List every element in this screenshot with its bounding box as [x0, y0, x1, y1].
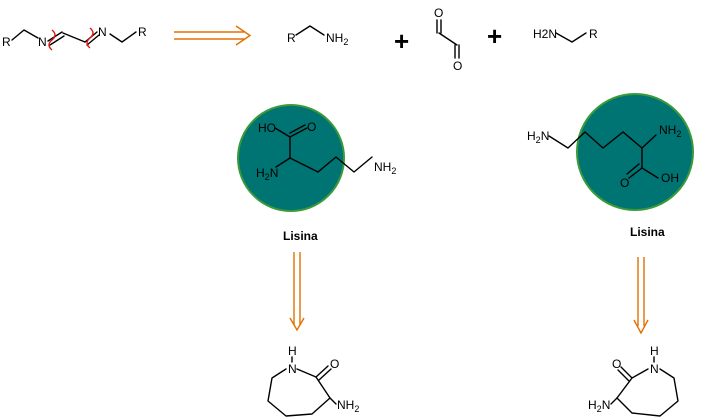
- bond: [274, 127, 291, 138]
- amine-label: NH2: [337, 398, 359, 414]
- r-group-label: R: [138, 25, 147, 39]
- aminocaprolactam-right: H N O H2N: [588, 344, 679, 417]
- r-group-label: R: [589, 27, 598, 41]
- bond: [11, 29, 39, 41]
- double-bond: [626, 163, 640, 175]
- bond: [109, 31, 137, 43]
- primary-amine-structure: R NH2: [287, 25, 348, 47]
- bond: [438, 32, 458, 46]
- amine-label: H2N: [527, 129, 549, 145]
- hydrogen-label: H: [288, 344, 297, 358]
- nitrogen-label: N: [98, 25, 107, 39]
- oxygen-label: O: [612, 357, 621, 371]
- plus-sign: +: [394, 26, 409, 56]
- hydroxyl-label: OH: [661, 171, 679, 185]
- amine-label: H2N: [533, 27, 557, 41]
- amine-label: H2N: [256, 166, 278, 182]
- disconnection-mark: [86, 27, 94, 49]
- bond: [275, 157, 291, 168]
- bond: [641, 167, 659, 179]
- r-group-label: R: [287, 31, 296, 45]
- bond: [62, 32, 86, 43]
- lysine-left: HO O H2N NH2: [237, 104, 396, 212]
- plus-sign: +: [487, 21, 502, 51]
- hydrogen-label: H: [650, 344, 659, 358]
- amine-label: NH2: [326, 31, 348, 47]
- double-bond: [318, 368, 332, 381]
- reaction-arrow-left: [289, 252, 305, 332]
- double-bond: [86, 34, 100, 46]
- hydroxyl-label: HO: [258, 121, 276, 135]
- r-group-label: R: [2, 35, 11, 49]
- retrosynthetic-arrow: [174, 25, 252, 46]
- amine-label: NH2: [659, 123, 681, 139]
- bond: [641, 134, 657, 149]
- nitrogen-label: N: [288, 362, 297, 376]
- double-bond: [617, 369, 630, 382]
- disconnection-mark: [48, 29, 56, 51]
- nitrogen-label: N: [650, 362, 659, 376]
- lysine-right: H2N NH2 O OH: [527, 93, 694, 211]
- glyoxal-structure: O O: [434, 6, 462, 73]
- primary-amine-structure: H2N R: [533, 27, 598, 43]
- oxygen-label: O: [330, 357, 339, 371]
- double-bond: [315, 365, 329, 378]
- nitrogen-label: N: [38, 35, 47, 49]
- oxygen-label: O: [453, 59, 462, 73]
- amine-label: NH2: [374, 160, 396, 176]
- amine-label: H2N: [588, 398, 610, 414]
- diimine-structure: R N N R: [2, 25, 147, 51]
- bond: [555, 32, 587, 43]
- bond: [289, 127, 308, 138]
- bond: [610, 397, 618, 405]
- bond: [628, 167, 643, 179]
- aminocaprolactam-left: H N O NH2: [267, 344, 359, 417]
- reaction-arrow-right: [633, 257, 649, 335]
- oxygen-label: O: [307, 120, 316, 134]
- double-bond: [49, 35, 65, 46]
- oxygen-label: O: [620, 176, 629, 190]
- oxygen-label: O: [434, 6, 443, 20]
- lysine-caption: Lisina: [630, 225, 665, 239]
- highlight-circle: [576, 93, 694, 211]
- bond: [295, 25, 325, 36]
- ring-bond: [616, 368, 679, 417]
- double-bond: [620, 366, 633, 379]
- bond: [289, 156, 373, 173]
- double-bond: [289, 124, 306, 134]
- bond: [548, 131, 643, 149]
- bond: [329, 397, 337, 405]
- lysine-caption: Lisina: [283, 229, 318, 243]
- ring-bond: [267, 368, 331, 417]
